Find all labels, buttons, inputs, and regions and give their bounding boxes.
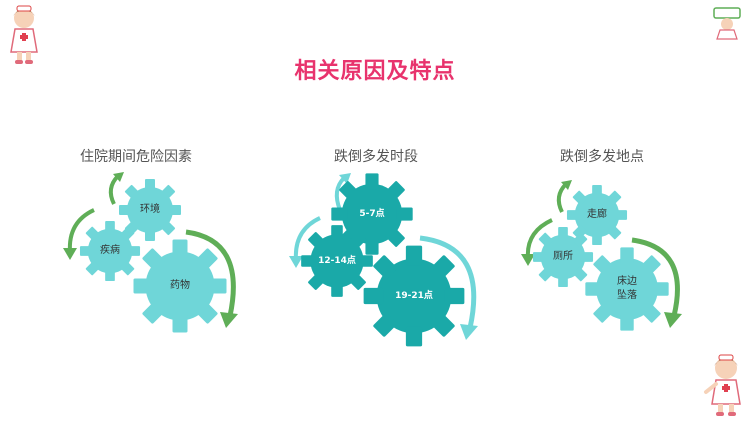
gear-corridor: 走廊 <box>566 184 628 246</box>
gear-time-19-21: 19-21点 <box>362 244 466 348</box>
curved-arrow-icon <box>185 229 238 328</box>
gear-icon <box>331 173 413 255</box>
gear-icon <box>301 225 373 297</box>
nurse-cartoon-icon <box>10 5 38 64</box>
gear-label: 走廊 <box>587 209 607 220</box>
curved-arrow-icon <box>63 208 95 260</box>
gear-icon <box>566 184 628 246</box>
gear-disease: 疾病 <box>79 220 141 282</box>
gear-icon <box>133 239 227 333</box>
gear-icon <box>119 179 181 241</box>
gear-bedside-fall: 床边 坠落 <box>584 246 670 332</box>
gear-time-12-14: 12-14点 <box>300 224 374 298</box>
gear-label: 5-7点 <box>359 209 385 219</box>
curved-arrow-icon <box>108 172 124 205</box>
curved-arrow-icon <box>289 216 321 268</box>
slide-title: 相关原因及特点 <box>294 59 456 84</box>
group-title-time-periods: 跌倒多发时段 <box>334 149 418 165</box>
gear-label: 12-14点 <box>318 256 356 266</box>
gear-label: 厕所 <box>553 251 573 262</box>
curved-arrow-icon <box>419 235 478 340</box>
gear-toilet: 厕所 <box>532 226 594 288</box>
gear-medication: 药物 <box>132 238 228 334</box>
gear-label: 19-21点 <box>395 291 433 301</box>
gear-label: 药物 <box>170 280 190 291</box>
nurse-cartoon-icon <box>704 354 741 416</box>
gear-time-5-7: 5-7点 <box>330 172 414 256</box>
gear-label: 环境 <box>140 204 160 215</box>
gear-icon <box>532 226 594 288</box>
gear-label: 床边 坠落 <box>617 276 637 301</box>
gear-environment: 环境 <box>118 178 182 242</box>
curved-arrow-icon <box>556 180 572 213</box>
curved-arrow-icon <box>631 237 682 328</box>
curved-arrow-icon <box>521 218 553 266</box>
group-title-locations: 跌倒多发地点 <box>560 149 644 165</box>
gear-icon <box>363 245 465 347</box>
gear-label: 疾病 <box>100 245 120 256</box>
nurse-cartoon-icon <box>713 7 741 40</box>
group-title-risk-factors: 住院期间危险因素 <box>80 149 192 165</box>
gear-icon <box>585 247 669 331</box>
gear-icon <box>79 220 141 282</box>
